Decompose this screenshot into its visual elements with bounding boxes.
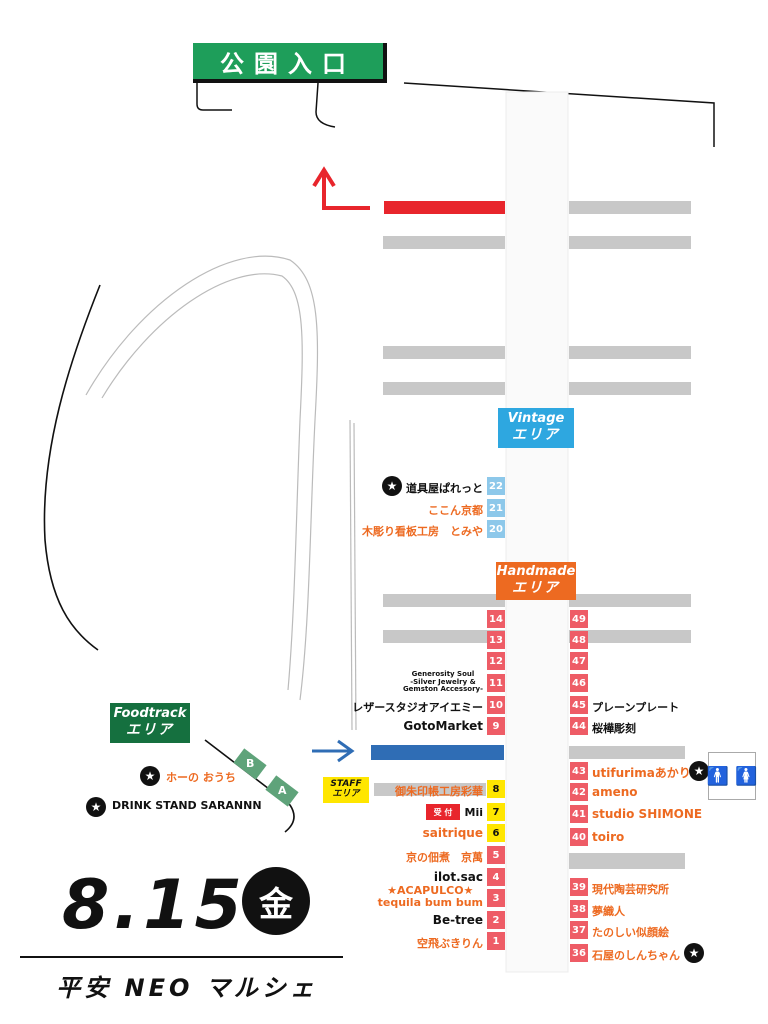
booth-name-41: studio SHIMONE [592, 807, 703, 821]
booth-number-49: 49 [570, 610, 588, 628]
booth-name-38: 夢織人 [592, 905, 625, 918]
booth-number-12: 12 [487, 652, 505, 670]
booth-name-44: 桜樺彫刻 [592, 722, 636, 735]
vintage-area-label: Vintage エリア [498, 408, 574, 448]
booth-name-11: Generosity Soul -Silver Jewelry & Gemsto… [402, 670, 483, 694]
booth-name-45: プレーンプレート [592, 701, 680, 714]
booth-name-21: ここん京都 [428, 504, 483, 517]
foodtrack-area-label: Foodtrack エリア [110, 703, 190, 743]
red-tent-row [384, 201, 505, 214]
booth-name-39: 現代陶芸研究所 [592, 883, 669, 896]
handmade-area-label: Handmade エリア [496, 562, 576, 600]
booth-name-9: GotoMarket [403, 719, 483, 733]
red-exit-arrow [312, 166, 370, 210]
male-toilet-icon: 🚹 [706, 765, 729, 787]
booth-name-1: 空飛ぶきりん [417, 937, 483, 950]
booth-number-7: 7 [487, 803, 505, 821]
vintage-area-suffix: エリア [512, 427, 560, 444]
central-aisle [505, 91, 569, 973]
booth-43-star-icon: ★ [689, 761, 709, 781]
vintage-area-title: Vintage [507, 411, 565, 427]
booth-number-37: 37 [570, 921, 588, 939]
booth-22-star-icon: ★ [382, 476, 402, 496]
toilet-icon: 🚹 🚺 [706, 752, 758, 800]
reception-badge: 受 付 [426, 804, 460, 820]
booth-name-22: 道具屋ぱれっと [406, 482, 483, 495]
event-title: 平安 NEO マルシェ [56, 974, 318, 1002]
food-spot-a-label: A [278, 784, 287, 797]
booth-number-1: 1 [487, 932, 505, 950]
staff-area-title: STAFF [330, 779, 362, 790]
outer-path [43, 284, 101, 651]
food-vendor-2-name: DRINK STAND SARANNN [112, 799, 262, 812]
stage-arrow [312, 739, 355, 763]
booth-name-43: utifurimaあかり [592, 766, 691, 780]
booth-name-4: ilot.sac [433, 870, 483, 884]
booth-number-39: 39 [570, 878, 588, 896]
weekday-badge: 金 [242, 867, 310, 935]
booth-number-9: 9 [487, 717, 505, 735]
booth-number-22: 22 [487, 477, 505, 495]
booth-number-14: 14 [487, 610, 505, 628]
food-spot-b-shape [233, 748, 267, 780]
booth-number-48: 48 [570, 631, 588, 649]
booth-name-36: 石屋のしんちゃん [592, 949, 680, 962]
booth-number-46: 46 [570, 674, 588, 692]
stage-bar [371, 745, 504, 760]
staff-area-label: STAFF エリア [323, 777, 369, 803]
booth-number-20: 20 [487, 520, 505, 538]
booth-name-40: toiro [592, 830, 625, 844]
female-toilet-icon: 🚺 [735, 765, 758, 787]
booth-name-20: 木彫り看板工房 とみや [362, 525, 483, 538]
booth-name-2: Be-tree [432, 913, 483, 927]
booth-number-2: 2 [487, 911, 505, 929]
food-vendor-1-star-icon: ★ [140, 766, 160, 786]
booth-name-7: Mii [464, 806, 484, 819]
booth-number-43: 43 [570, 762, 588, 780]
booth-number-45: 45 [570, 696, 588, 714]
food-lane [204, 739, 295, 833]
booth-number-41: 41 [570, 805, 588, 823]
entrance-paths [196, 82, 715, 147]
food-spot-b-label: B [246, 757, 255, 770]
booth-number-13: 13 [487, 631, 505, 649]
booth-number-42: 42 [570, 783, 588, 801]
booth-number-36: 36 [570, 944, 588, 962]
booth-name-6: saitrique [422, 826, 483, 840]
booth-number-47: 47 [570, 652, 588, 670]
booth-number-21: 21 [487, 499, 505, 517]
staff-area-suffix: エリア [332, 789, 360, 799]
booth-36-star-icon: ★ [684, 943, 704, 963]
handmade-area-suffix: エリア [512, 580, 560, 597]
booth-number-11: 11 [487, 674, 505, 692]
food-vendor-1-name: ホーの おうち [166, 771, 236, 784]
foodtrack-area-suffix: エリア [126, 722, 174, 739]
booth-name-3: ★ACAPULCO★ tequila bum bum [377, 884, 483, 909]
event-date: 8.15 [62, 866, 246, 945]
booth-name-10: レザースタジオアイエミー [352, 701, 483, 714]
food-vendor-2-star-icon: ★ [86, 797, 106, 817]
booth-number-40: 40 [570, 828, 588, 846]
booth-number-38: 38 [570, 900, 588, 918]
booth-name-5: 京の佃煮 京萬 [406, 851, 483, 864]
booth-number-6: 6 [487, 824, 505, 842]
booth-name-42: ameno [592, 785, 638, 799]
booth-number-3: 3 [487, 889, 505, 907]
booth-name-37: たのしい似顔絵 [592, 926, 669, 939]
park-entrance-sign: 公園入口 [193, 43, 387, 83]
booth-number-4: 4 [487, 868, 505, 886]
booth-number-8: 8 [487, 780, 505, 798]
booth-number-44: 44 [570, 717, 588, 735]
park-paths [85, 255, 357, 731]
handmade-area-title: Handmade [496, 564, 576, 580]
foodtrack-area-title: Foodtrack [113, 706, 187, 722]
booth-number-10: 10 [487, 696, 505, 714]
tent-rows [374, 201, 691, 869]
food-spot-a-shape [265, 775, 299, 807]
booth-name-8: 御朱印帳工房彩華 [395, 785, 483, 798]
booth-number-5: 5 [487, 846, 505, 864]
